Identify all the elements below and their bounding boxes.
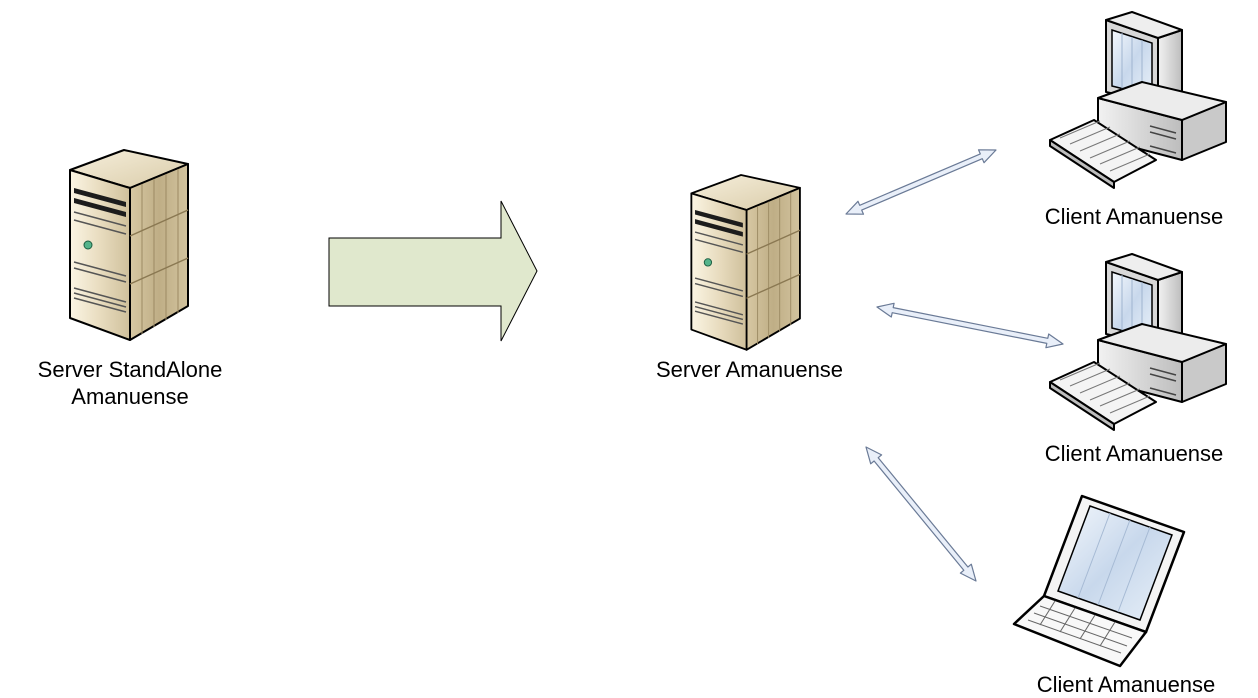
standalone-server-label: Server StandAlone Amanuense bbox=[5, 356, 255, 410]
standalone-server-label-line2: Amanuense bbox=[71, 384, 189, 409]
standalone-server-label-line1: Server StandAlone bbox=[37, 357, 223, 382]
client-label-2: Client Amanuense bbox=[1044, 441, 1224, 466]
client-label-3: Client Amanuense bbox=[1036, 672, 1216, 697]
connection-arrow-3 bbox=[865, 446, 977, 582]
client-desktop-icon-1 bbox=[1049, 11, 1227, 189]
connection-arrow-1 bbox=[845, 149, 997, 215]
connection-arrow-2 bbox=[876, 302, 1064, 349]
client-desktop-icon-2 bbox=[1049, 253, 1227, 431]
central-server-label: Server Amanuense bbox=[655, 357, 844, 382]
client-laptop-icon bbox=[1012, 494, 1186, 668]
client-label-1: Client Amanuense bbox=[1044, 204, 1224, 229]
central-server-icon bbox=[690, 174, 801, 351]
standalone-server-icon bbox=[69, 149, 189, 341]
migration-arrow bbox=[328, 200, 538, 342]
